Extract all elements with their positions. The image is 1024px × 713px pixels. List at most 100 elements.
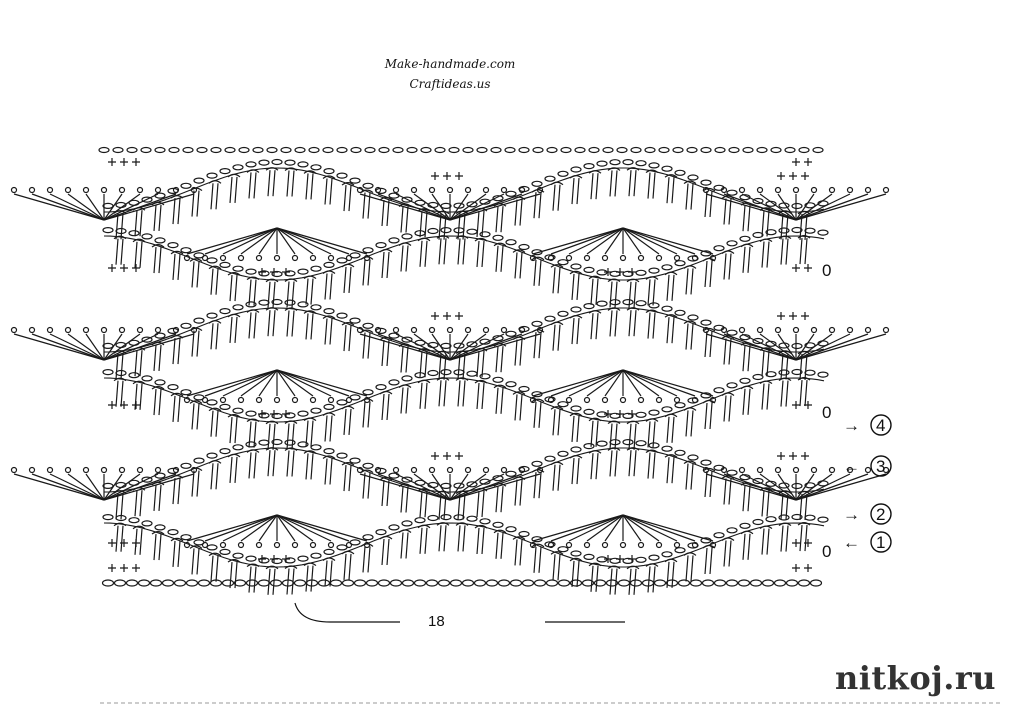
treble-stitch bbox=[609, 423, 613, 450]
chain-stitch bbox=[128, 517, 140, 524]
chain-stitch bbox=[362, 534, 374, 541]
treble-stitch bbox=[514, 394, 518, 421]
treble-stitch bbox=[666, 416, 670, 443]
chain-stitch bbox=[739, 377, 751, 384]
treble-stitch bbox=[723, 253, 727, 280]
single-crochet bbox=[282, 268, 290, 276]
cluster-top bbox=[550, 461, 564, 466]
chain-stitch bbox=[141, 520, 153, 527]
fan-spoke bbox=[413, 333, 451, 361]
picot bbox=[374, 186, 382, 194]
chain-stitch bbox=[479, 373, 491, 380]
picot bbox=[583, 254, 591, 262]
picot bbox=[363, 254, 371, 262]
treble-stitch bbox=[158, 389, 162, 416]
treble-stitch bbox=[348, 185, 352, 212]
fan-spoke bbox=[103, 473, 123, 501]
chain-stitch bbox=[284, 412, 296, 419]
cluster-top bbox=[151, 244, 165, 248]
cluster-top bbox=[493, 384, 507, 389]
top-edge-chain bbox=[406, 146, 418, 154]
treble-stitch bbox=[348, 408, 352, 435]
treble-stitch bbox=[514, 339, 518, 366]
treble-stitch bbox=[348, 325, 352, 352]
treble-stitch bbox=[799, 525, 803, 552]
cluster-top bbox=[322, 175, 336, 179]
chain-stitch bbox=[674, 402, 686, 409]
picot bbox=[518, 186, 526, 194]
treble-stitch bbox=[671, 177, 675, 204]
picot bbox=[529, 396, 537, 404]
fan-spoke bbox=[85, 333, 105, 361]
chain-stitch bbox=[206, 399, 218, 406]
cluster-top bbox=[455, 522, 469, 526]
cluster-top bbox=[303, 310, 317, 314]
treble-stitch bbox=[134, 350, 138, 377]
picot bbox=[154, 326, 162, 334]
chain-stitch bbox=[557, 401, 569, 408]
edge-single-crochet bbox=[108, 539, 116, 547]
cluster-top bbox=[683, 180, 697, 185]
treble-stitch bbox=[172, 253, 176, 280]
treble-stitch bbox=[557, 324, 561, 351]
treble-stitch bbox=[766, 490, 770, 517]
picot bbox=[500, 466, 508, 474]
cluster-top bbox=[664, 558, 678, 563]
treble-stitch bbox=[538, 332, 542, 359]
single-crochet bbox=[431, 312, 439, 320]
cluster-top bbox=[398, 242, 412, 246]
top-edge-chain bbox=[756, 146, 768, 154]
cluster-top bbox=[797, 522, 811, 526]
chain-stitch bbox=[609, 299, 621, 306]
cluster-top bbox=[265, 278, 279, 283]
edge-single-crochet bbox=[132, 539, 140, 547]
foundation-chain bbox=[269, 579, 283, 587]
fan-spoke bbox=[276, 514, 368, 542]
cluster-top bbox=[588, 450, 602, 454]
chain-stitch bbox=[388, 524, 400, 531]
foundation-chain bbox=[305, 579, 319, 587]
single-crochet bbox=[443, 312, 451, 320]
foundation-chain bbox=[425, 579, 439, 587]
chain-stitch bbox=[765, 371, 777, 378]
treble-stitch bbox=[476, 240, 480, 268]
chain-stitch bbox=[323, 548, 335, 556]
treble-stitch bbox=[514, 539, 518, 566]
treble-stitch bbox=[400, 206, 404, 233]
cluster-top bbox=[569, 270, 583, 275]
treble-stitch bbox=[538, 259, 542, 286]
chain-stitch bbox=[141, 336, 153, 343]
treble-stitch bbox=[400, 387, 404, 414]
chain-stitch bbox=[531, 249, 543, 256]
top-edge-chain bbox=[294, 146, 306, 154]
top-edge-chain bbox=[336, 146, 348, 154]
fan-spoke bbox=[550, 227, 624, 255]
chain-stitch bbox=[752, 518, 764, 526]
cluster-top bbox=[284, 278, 298, 282]
picot bbox=[601, 396, 609, 404]
chain-stitch bbox=[453, 342, 465, 349]
cluster-top bbox=[246, 563, 260, 568]
treble-stitch bbox=[386, 339, 390, 367]
fan-spoke bbox=[449, 193, 505, 221]
cluster-top bbox=[227, 453, 241, 458]
chain-stitch bbox=[453, 369, 465, 376]
treble-stitch bbox=[666, 457, 670, 484]
chain-stitch bbox=[206, 257, 218, 264]
picot bbox=[327, 541, 335, 549]
cluster-top bbox=[550, 406, 564, 410]
picot bbox=[255, 396, 263, 404]
edge-single-crochet bbox=[132, 401, 140, 409]
treble-stitch bbox=[685, 268, 689, 295]
cluster-top bbox=[208, 407, 222, 412]
cluster-top bbox=[740, 530, 754, 535]
treble-stitch bbox=[229, 316, 233, 343]
treble-stitch bbox=[405, 387, 409, 414]
treble-stitch bbox=[210, 183, 214, 210]
treble-stitch bbox=[310, 420, 314, 447]
fan-spoke bbox=[240, 227, 278, 255]
chain-stitch bbox=[310, 444, 322, 451]
cluster-top bbox=[189, 545, 203, 549]
picot bbox=[428, 186, 436, 194]
chain-stitch bbox=[635, 411, 647, 418]
